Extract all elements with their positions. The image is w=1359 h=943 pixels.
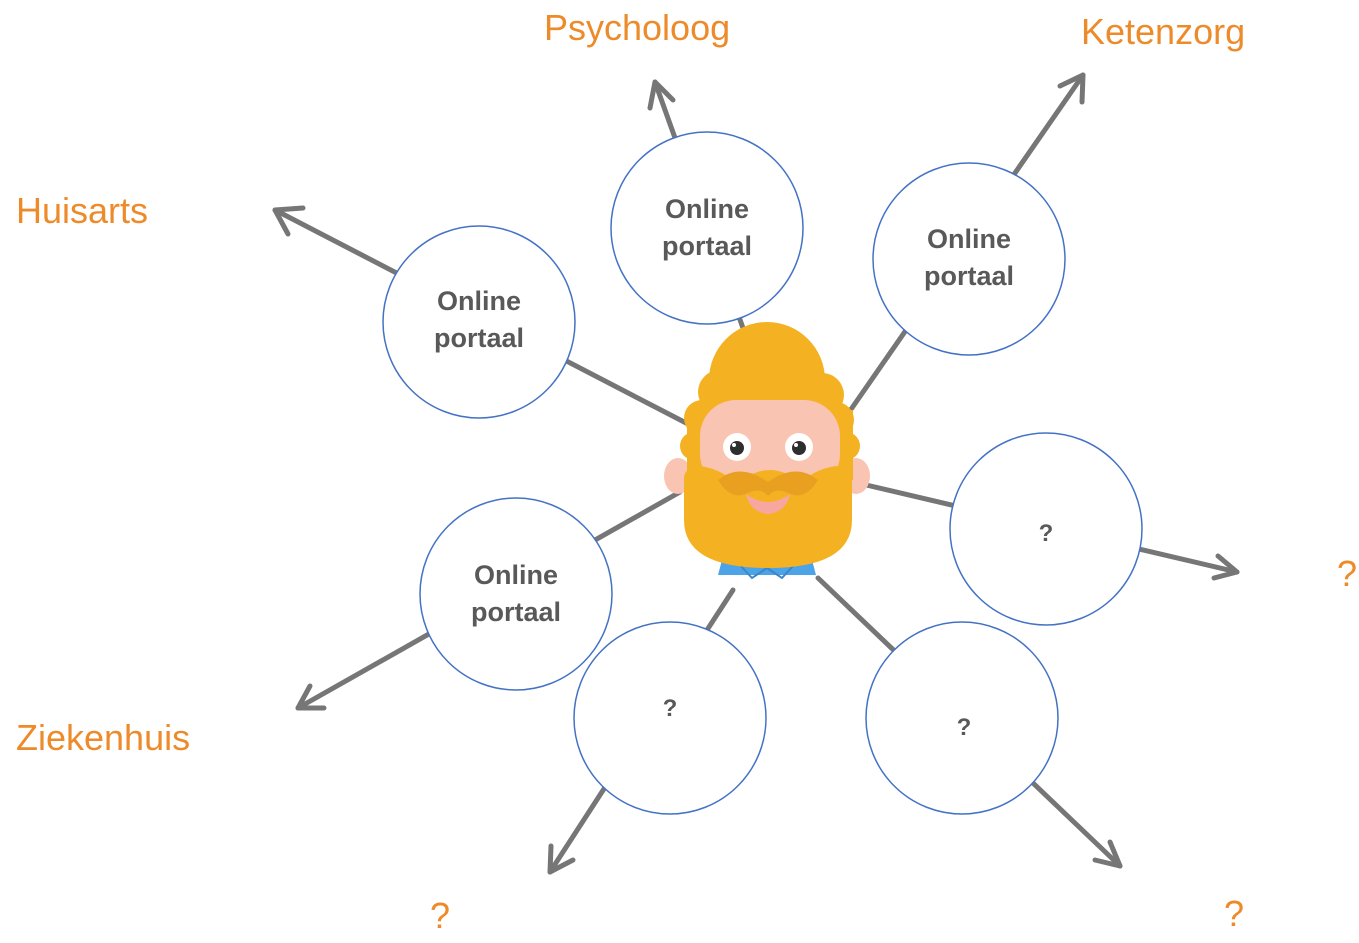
node-label-line-2: portaal <box>471 597 561 627</box>
arrowhead-unknown-right <box>1211 553 1240 581</box>
arrowhead-unknown-bottom-left <box>547 843 576 875</box>
node-unknown-bottom-right: ? <box>865 621 1059 815</box>
destination-huisarts: Huisarts <box>16 190 149 231</box>
node-circle <box>949 432 1143 626</box>
node-circle <box>382 225 576 419</box>
destination-ketenzorg: Ketenzorg <box>1081 11 1246 52</box>
node-label-line-1: Online <box>437 286 521 316</box>
node-circle <box>573 621 767 815</box>
node-label-line-1: Online <box>474 560 558 590</box>
destination-psycholoog: Psycholoog <box>544 7 731 48</box>
destination-unknown-bottom-left: ? <box>430 895 451 936</box>
node-circle <box>872 162 1066 356</box>
arrowhead-psycholoog <box>647 79 676 111</box>
arrowhead-huisarts <box>272 205 306 237</box>
arrowhead-ziekenhuis <box>295 683 327 711</box>
node-label-line-1: Online <box>665 194 749 224</box>
node-circle <box>419 497 613 691</box>
node-unknown-right: ? <box>949 432 1143 626</box>
destination-unknown-right: ? <box>1337 553 1358 594</box>
node-circle <box>865 621 1059 815</box>
node-circle <box>610 131 804 325</box>
destination-unknown-bottom-right: ? <box>1224 893 1245 934</box>
node-huisarts-portal: Online portaal <box>382 225 576 419</box>
node-psycholoog-portal: Online portaal <box>610 131 804 325</box>
node-label-line-2: portaal <box>924 261 1014 291</box>
node-label: ? <box>1039 520 1054 547</box>
node-unknown-bottom-left: ? <box>573 621 767 815</box>
node-label: ? <box>957 714 972 741</box>
arrowhead-ketenzorg <box>1057 72 1086 105</box>
node-ketenzorg-portal: Online portaal <box>872 162 1066 356</box>
node-label: ? <box>663 695 678 722</box>
node-label-line-2: portaal <box>434 323 524 353</box>
node-label-line-2: portaal <box>662 231 752 261</box>
node-label-line-1: Online <box>927 224 1011 254</box>
destination-ziekenhuis: Ziekenhuis <box>16 717 191 758</box>
node-ziekenhuis-portal: Online portaal <box>419 497 613 691</box>
bearded-person-avatar-icon <box>664 322 870 580</box>
arrowhead-unknown-bottom-right <box>1092 839 1123 869</box>
